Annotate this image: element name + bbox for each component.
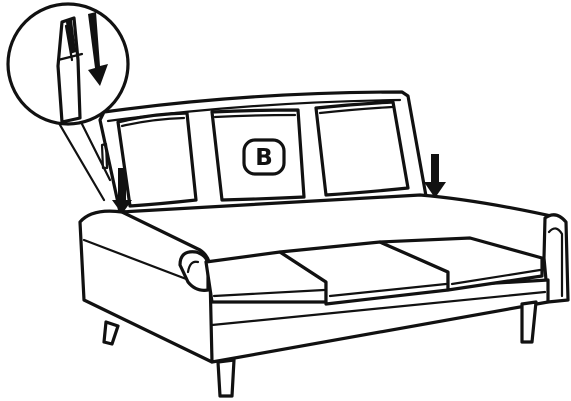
down-arrow-icon	[424, 154, 446, 198]
part-label-text: B	[255, 145, 273, 171]
leg-front-right	[522, 302, 536, 342]
back-panel-left	[118, 113, 196, 206]
part-label-b: B	[244, 140, 284, 174]
back-panel-right	[316, 102, 408, 195]
leg-back-left	[104, 322, 118, 344]
leg-front-left	[218, 360, 234, 396]
